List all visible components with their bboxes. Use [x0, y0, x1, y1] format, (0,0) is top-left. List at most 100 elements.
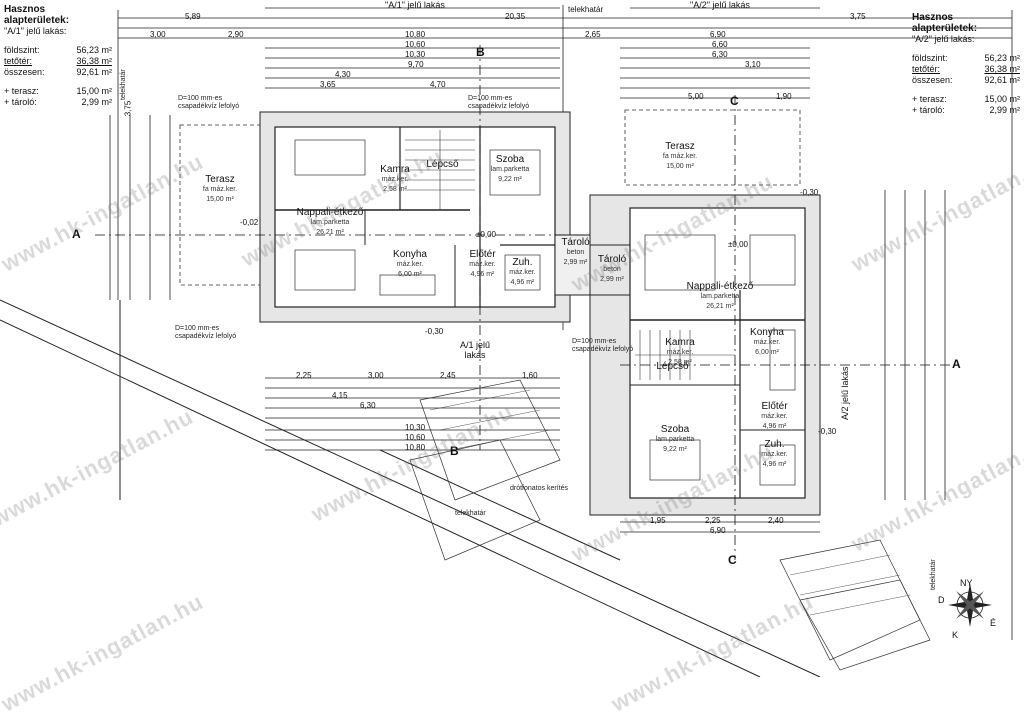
left-row-3: + terasz:15,00 m²: [4, 86, 112, 96]
bdim-1060: 10,60: [405, 433, 426, 442]
dim-500: 5,00: [688, 92, 704, 101]
compass-rose-icon: [948, 583, 992, 627]
right-area-panel: Hasznos alapterületek: "A/2" jelű lakás:…: [912, 12, 1020, 116]
floor-plan-drawing: [0, 5, 1013, 677]
level-2: -0,02: [240, 218, 259, 227]
bdim-415: 4,15: [332, 391, 348, 400]
a2-header: "A/2" jelű lakás: [690, 0, 750, 10]
cdim-240: 2,40: [768, 516, 784, 525]
dim-2035: 20,35: [505, 12, 526, 21]
section-mark-a-left: A: [72, 227, 81, 241]
dim-1080: 10,80: [405, 30, 426, 39]
bdim-300: 3,00: [368, 371, 384, 380]
a2-building: [589, 194, 821, 516]
entry-label-a1: A/1 jelű lakás: [459, 340, 491, 360]
dim-470: 4,70: [430, 80, 446, 89]
level-4: -0,30: [800, 188, 819, 197]
dim-1060: 10,60: [405, 40, 426, 49]
telekhatar-header: telekhatár: [568, 5, 604, 14]
section-mark-b-top: B: [476, 45, 485, 59]
bdim-1030: 10,30: [405, 423, 426, 432]
compass-k: K: [952, 630, 959, 640]
dim-300: 3,00: [150, 30, 166, 39]
dim-375b: 3,75: [123, 100, 133, 117]
dim-1030: 10,30: [405, 50, 426, 59]
right-row-1: tetőtér:36,38 m²: [912, 64, 1020, 74]
bdim-1080: 10,80: [405, 443, 426, 452]
left-panel-subtitle: "A/1" jelű lakás:: [4, 26, 67, 36]
dim-589: 5,89: [185, 12, 201, 21]
telekhatar-note-3: telekhatár: [930, 559, 937, 590]
drain-note-1: D=100 mm-es csapadékvíz lefolyó: [178, 95, 240, 110]
telekhatar-note-1: telekhatár: [455, 510, 486, 517]
right-panel-subtitle: "A/2" jelű lakás:: [912, 34, 975, 44]
left-row-4: + tároló:2,99 m²: [4, 97, 112, 107]
dim-310: 3,10: [745, 60, 761, 69]
a1-shower: Zuh.máz.ker.4,96 m²: [509, 257, 536, 287]
a2-shower: Zuh.máz.ker.4,96 m²: [761, 439, 788, 469]
compass-e: É: [990, 618, 997, 628]
compass-n: NY: [960, 578, 973, 588]
right-row-2: összesen:92,61 m²: [912, 75, 1020, 85]
left-row-1: tetőtér:36,38 m²: [4, 56, 112, 66]
right-row-3: + terasz:15,00 m²: [912, 94, 1020, 104]
entry-label-a2: A/2 jelű lakás: [840, 366, 850, 420]
telekhatar-note-2: telekhatár: [120, 69, 127, 100]
dim-430: 4,30: [335, 70, 351, 79]
a1-stairs: Lépcső: [426, 159, 459, 170]
a2-stairs: Lépcső: [656, 361, 689, 372]
dim-365: 3,65: [320, 80, 336, 89]
section-mark-b-bottom: B: [450, 444, 459, 458]
dim-630: 6,30: [712, 50, 728, 59]
bdim-225: 2,25: [296, 371, 312, 380]
fence-note: drótfonatos kerítés: [510, 485, 568, 492]
left-row-0: földszint:56,23 m²: [4, 45, 112, 55]
dim-190: 1,90: [776, 92, 792, 101]
right-row-4: + tároló:2,99 m²: [912, 105, 1020, 115]
a1-building: [259, 111, 571, 323]
dim-375a: 3,75: [850, 12, 866, 21]
left-area-panel: Hasznos alapterületek: "A/1" jelű lakás:…: [4, 4, 112, 108]
right-panel-title: Hasznos alapterületek:: [912, 12, 978, 34]
section-mark-c-top: C: [730, 94, 739, 108]
bdim-630: 6,30: [360, 401, 376, 410]
bdim-245: 2,45: [440, 371, 456, 380]
compass-d: D: [938, 595, 945, 605]
drain-note-4: D=100 mm-es csapadékvíz lefolyó: [572, 338, 634, 353]
right-row-0: földszint:56,23 m²: [912, 53, 1020, 63]
cdim-225: 2,25: [705, 516, 721, 525]
dim-660: 6,60: [712, 40, 728, 49]
dim-970: 9,70: [408, 60, 424, 69]
section-mark-a-right: A: [952, 357, 961, 371]
cdim-195: 1,95: [650, 516, 666, 525]
dim-690: 6,90: [710, 30, 726, 39]
level-3: -0,30: [425, 327, 444, 336]
a1-header: "A/1" jelű lakás: [385, 0, 445, 10]
level-6: ±0,00: [728, 240, 748, 249]
bdim-160: 1,60: [522, 371, 538, 380]
level-5: -0,30: [818, 427, 837, 436]
left-row-2: összesen:92,61 m²: [4, 67, 112, 77]
left-panel-title: Hasznos alapterületek:: [4, 4, 70, 26]
drain-note-3: D=100 mm-es csapadékvíz lefolyó: [175, 325, 237, 340]
section-mark-c-bottom: C: [728, 553, 737, 567]
dim-265: 2,65: [585, 30, 601, 39]
drain-note-2: D=100 mm-es csapadékvíz lefolyó: [468, 95, 530, 110]
cdim-690: 6,90: [710, 526, 726, 535]
level-1: ±0,00: [476, 230, 496, 239]
dim-290: 2,90: [228, 30, 244, 39]
